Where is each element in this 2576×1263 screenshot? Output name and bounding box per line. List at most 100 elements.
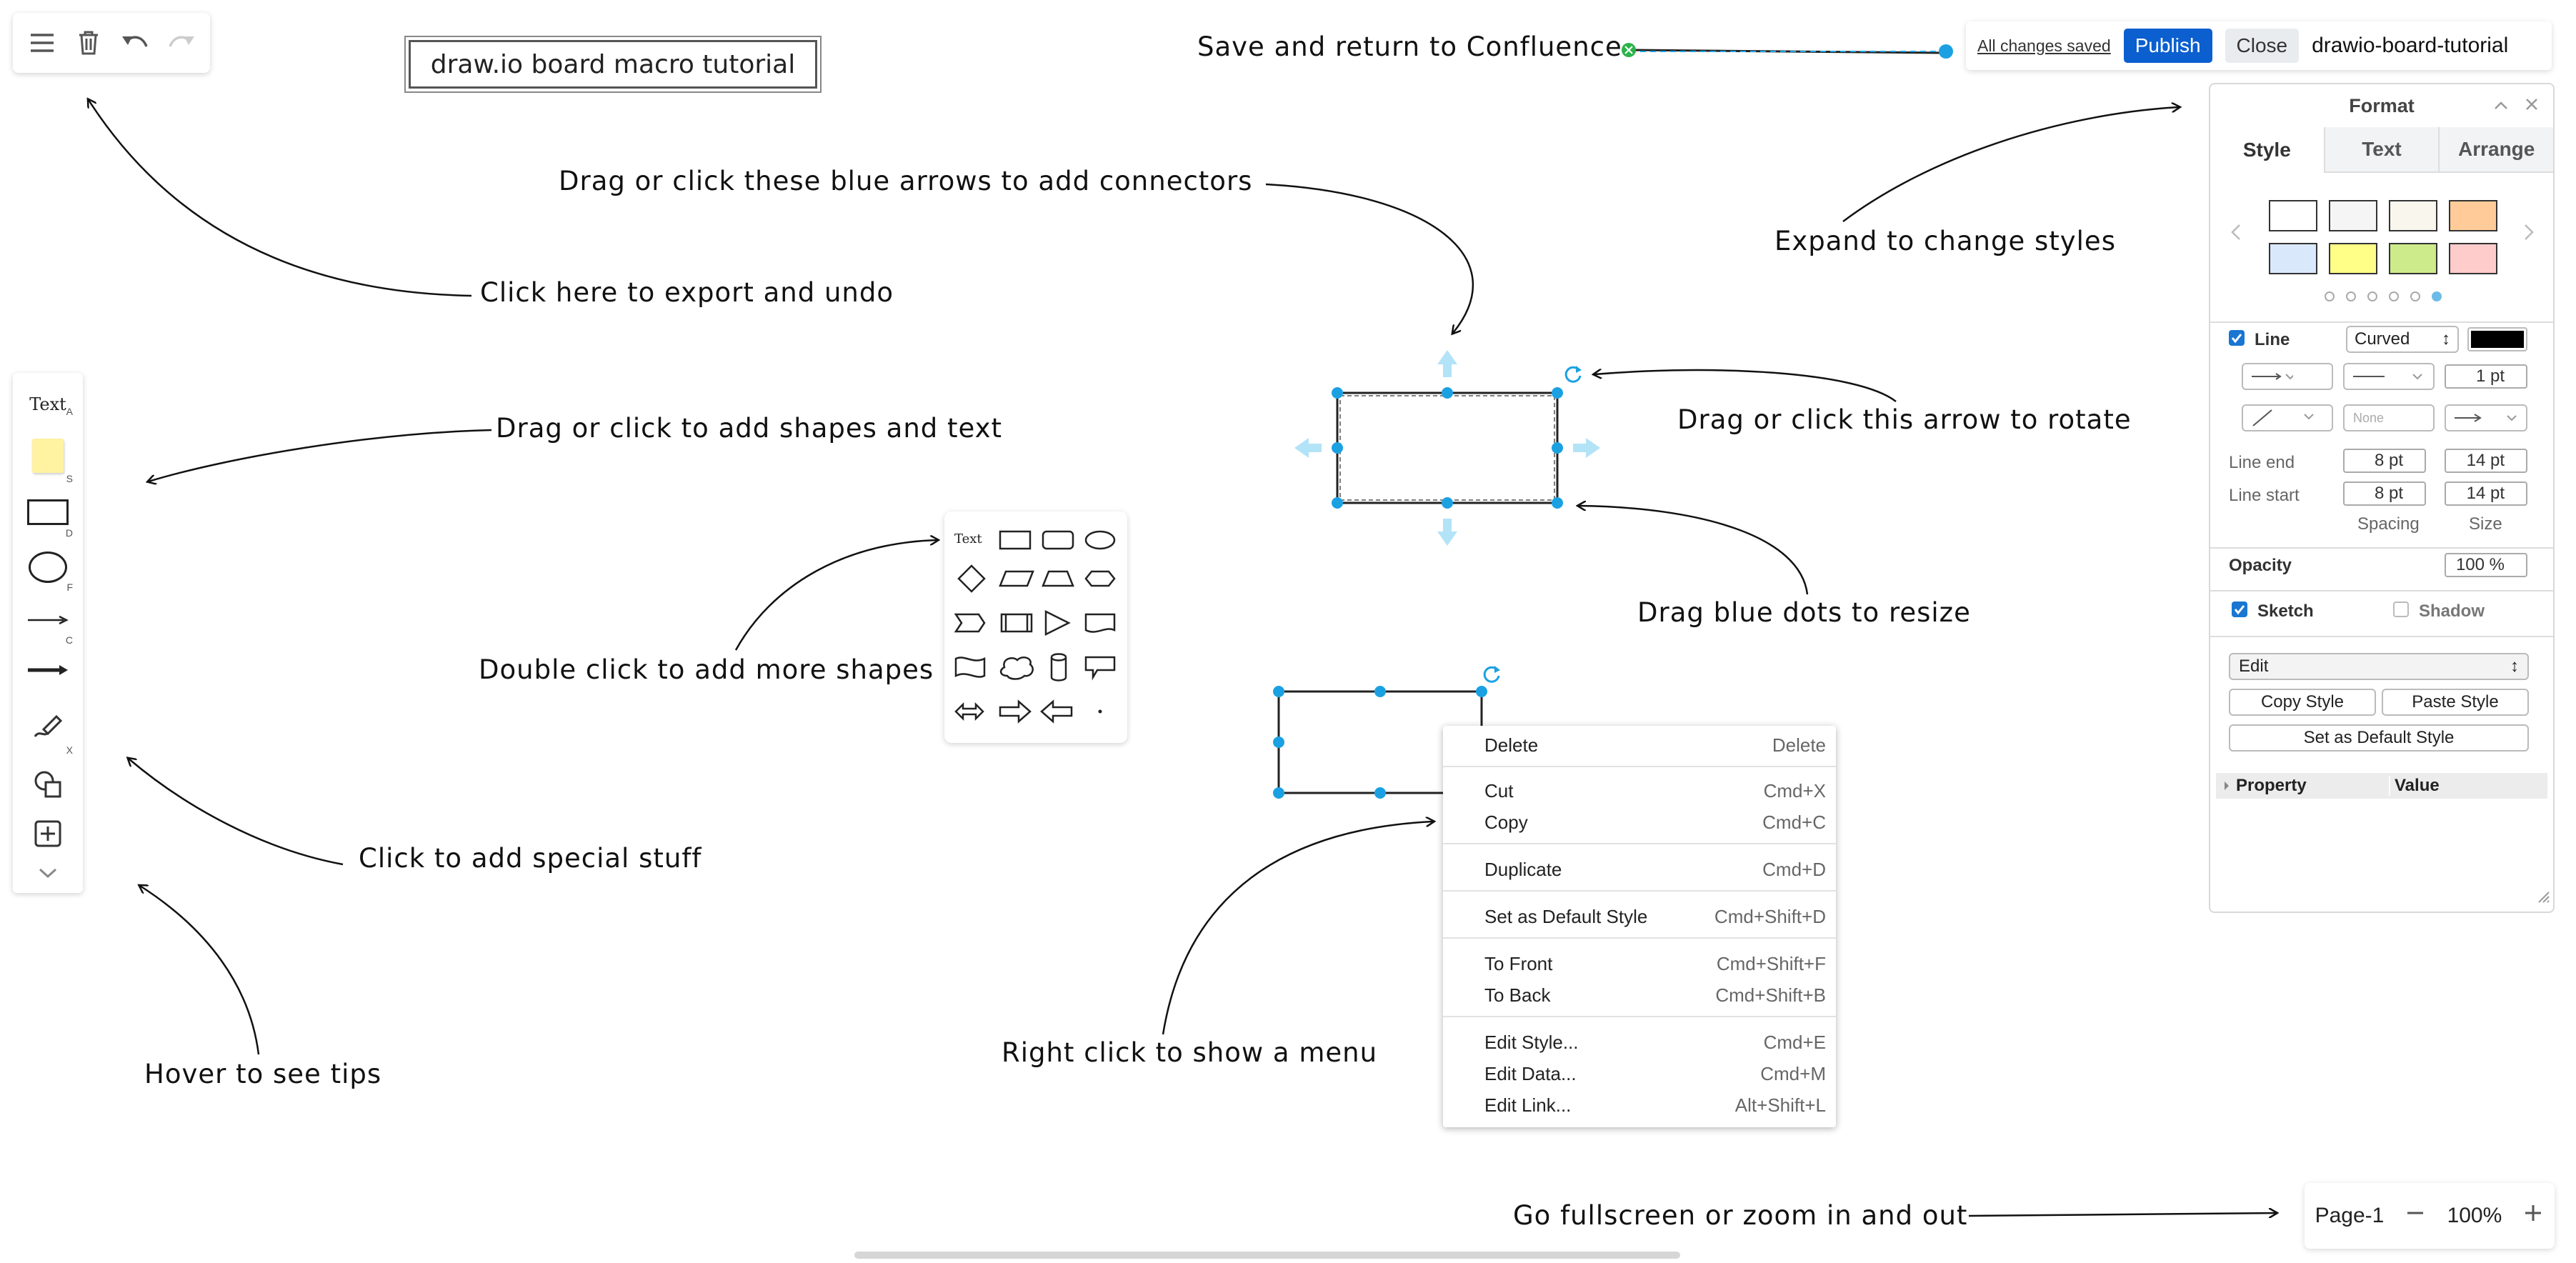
line-end-select[interactable] [2445, 404, 2527, 431]
style-swatch[interactable] [2329, 200, 2377, 231]
close-icon[interactable] [2525, 94, 2539, 116]
edit-select[interactable]: Edit ↕ [2229, 653, 2529, 680]
style-swatch[interactable] [2329, 243, 2377, 274]
main-toolbar [13, 13, 210, 73]
select-arrows-icon: ↕ [2510, 657, 2519, 676]
tab-text[interactable]: Text [2323, 127, 2439, 173]
line-start-pattern-select[interactable] [2242, 363, 2333, 390]
shape-grid[interactable]: Text [944, 511, 1127, 743]
ellipse-tool[interactable] [13, 547, 83, 587]
property-header[interactable]: Property [2216, 776, 2389, 796]
line-start-size-field[interactable]: 14 pt [2445, 481, 2527, 506]
arrow-double-click [734, 540, 937, 651]
collapse-button[interactable] [13, 859, 83, 887]
page-dot[interactable] [2410, 291, 2420, 301]
style-swatch[interactable] [2449, 243, 2497, 274]
chevron-left-icon[interactable] [2230, 223, 2242, 246]
tab-style[interactable]: Style [2210, 127, 2324, 173]
trash-icon[interactable] [70, 24, 107, 61]
line-start-spacing-field[interactable]: 8 pt [2343, 481, 2426, 506]
arrow-tool[interactable] [13, 654, 83, 686]
style-swatch[interactable] [2269, 243, 2317, 274]
line-width-field[interactable]: 1 pt [2445, 364, 2527, 389]
page-selector[interactable]: Page-1 [2315, 1204, 2385, 1227]
line-color-picker[interactable] [2467, 327, 2527, 351]
menu-item-edit-style[interactable]: Edit Style...Cmd+E [1484, 1032, 1826, 1053]
connector-arrows [1294, 350, 1600, 546]
line-tool[interactable] [13, 604, 83, 636]
line-start-select[interactable]: None [2343, 404, 2435, 431]
page-dot-active[interactable] [2432, 291, 2442, 301]
page-dot[interactable] [2346, 291, 2356, 301]
menu-item-edit-link[interactable]: Edit Link...Alt+Shift+L [1484, 1094, 1826, 1116]
style-swatch[interactable] [2389, 243, 2437, 274]
format-panel: Format Style Text Arrange Line Curved ↕ [2209, 83, 2555, 913]
sketch-checkbox[interactable] [2232, 601, 2247, 617]
style-swatch[interactable] [2389, 200, 2437, 231]
shadow-checkbox[interactable] [2393, 601, 2409, 617]
text-shape-label: Text [954, 531, 982, 546]
copy-style-button[interactable]: Copy Style [2229, 689, 2376, 716]
zoom-level[interactable]: 100% [2447, 1204, 2502, 1227]
text-tool-label: Text [29, 394, 66, 414]
save-status-link[interactable]: All changes saved [1977, 36, 2111, 55]
undo-icon[interactable] [116, 24, 154, 61]
more-shapes-popup: Text [944, 511, 1127, 743]
shapes-icon [34, 771, 61, 798]
sticky-note-tool[interactable] [13, 434, 83, 477]
shapes-panel: Text A S D F C X [13, 373, 83, 893]
page-dot[interactable] [2325, 291, 2335, 301]
shortcut-key: C [65, 634, 73, 646]
arrow-rotate [1594, 370, 1897, 402]
freehand-tool[interactable] [13, 709, 83, 744]
sketch-label: Sketch [2257, 601, 2314, 621]
menu-item-edit-data[interactable]: Edit Data...Cmd+M [1484, 1063, 1826, 1084]
line-end-size-field[interactable]: 14 pt [2445, 449, 2527, 473]
shadow-label: Shadow [2419, 601, 2485, 621]
edit-select-value: Edit [2239, 657, 2269, 676]
shapes-library-button[interactable] [13, 766, 83, 802]
resize-grip-icon[interactable] [2536, 889, 2550, 909]
horizontal-scrollbar[interactable] [854, 1252, 1680, 1259]
rectangle-tool[interactable] [13, 494, 83, 530]
zoom-in-button[interactable] [2522, 1202, 2544, 1229]
set-default-style-button[interactable]: Set as Default Style [2229, 724, 2529, 752]
collapse-panel-icon[interactable] [2493, 94, 2509, 116]
opacity-field[interactable]: 100 % [2445, 553, 2527, 577]
page-dot[interactable] [2389, 291, 2399, 301]
tab-arrange[interactable]: Arrange [2438, 127, 2554, 173]
rectangle-icon [27, 499, 69, 525]
value-header: Value [2389, 776, 2440, 796]
annotation-hover-tips: Hover to see tips [144, 1059, 382, 1089]
annotation-drag-arrows: Drag or click these blue arrows to add c… [559, 166, 1253, 196]
page-dot[interactable] [2367, 291, 2377, 301]
line-end-spacing-field[interactable]: 8 pt [2343, 449, 2426, 473]
line-end-label: Line end [2229, 453, 2295, 472]
waypoint-select[interactable] [2242, 404, 2333, 431]
redo-icon[interactable] [163, 24, 200, 61]
line-icon [28, 615, 69, 625]
close-button[interactable]: Close [2225, 29, 2300, 63]
menu-icon[interactable] [24, 24, 61, 61]
property-table-header: Property Value [2216, 773, 2547, 799]
paste-style-button[interactable]: Paste Style [2382, 689, 2529, 716]
insert-button[interactable] [13, 816, 83, 852]
style-swatch[interactable] [2269, 200, 2317, 231]
board-title[interactable]: draw.io board macro tutorial [409, 40, 817, 89]
publish-button[interactable]: Publish [2123, 29, 2212, 63]
style-swatch[interactable] [2449, 200, 2497, 231]
line-checkbox[interactable] [2229, 330, 2245, 346]
chevron-right-icon[interactable] [2523, 223, 2535, 246]
zoom-out-button[interactable] [2405, 1202, 2426, 1229]
line-style-select[interactable]: Curved ↕ [2346, 326, 2459, 353]
divider [2210, 547, 2553, 549]
line-pattern-select[interactable] [2343, 363, 2435, 390]
text-tool[interactable]: Text [13, 389, 83, 420]
